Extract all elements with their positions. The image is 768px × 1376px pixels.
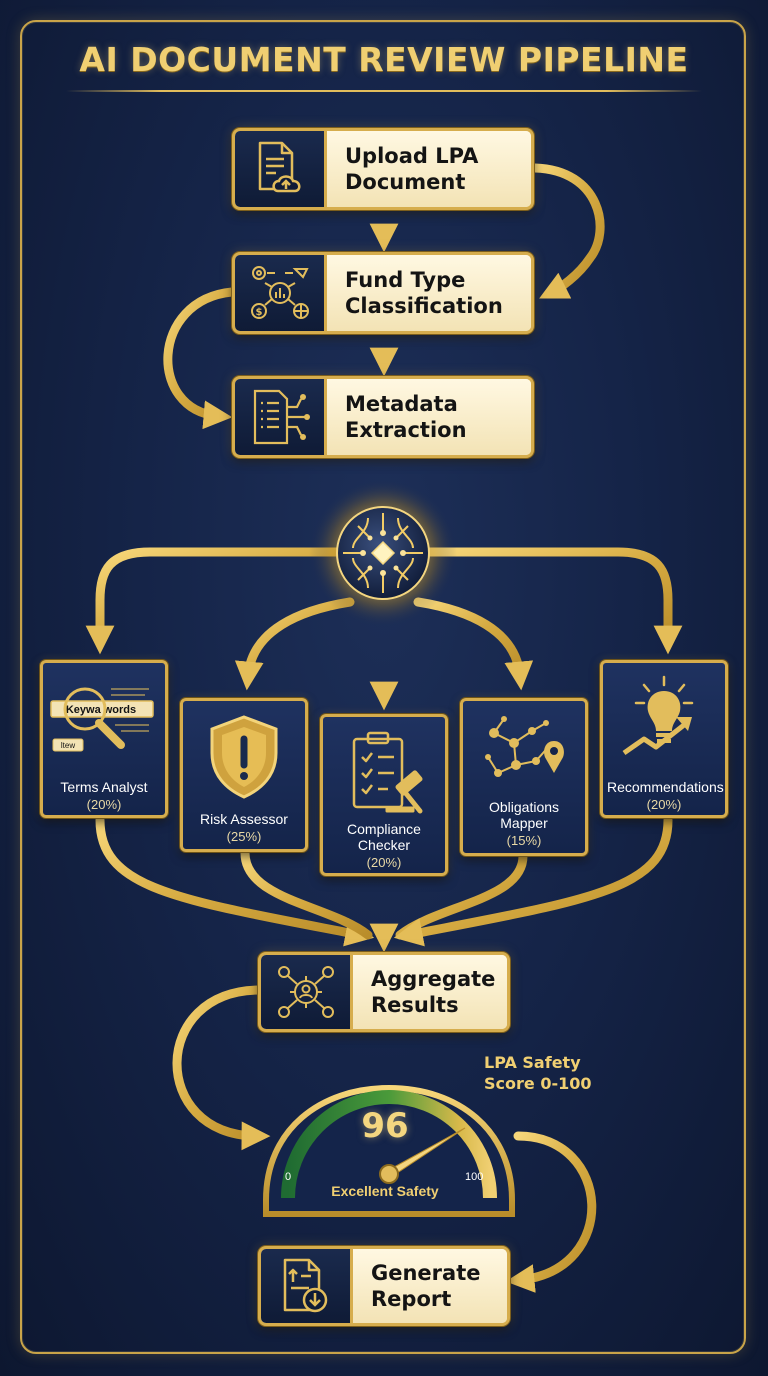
gauge-score: 96 [361,1106,409,1146]
agent-weight: (20%) [646,797,682,812]
classification-icons: $ [235,255,327,331]
svg-text:Keywa words: Keywa words [66,704,136,716]
agent-name: Terms Analyst [60,779,148,795]
lightbulb-growth-icon [603,673,725,763]
keyword-text-1: Keywa [66,704,102,716]
branch-outer-right [423,547,683,655]
step-generate-report[interactable]: Generate Report [258,1246,510,1326]
agent-card-terms-analyst[interactable]: Keywa words ltew Terms Analyst (20%) [40,660,168,818]
agent-card-risk-assessor[interactable]: Risk Assessor (25%) [180,698,308,852]
safety-score-gauge [263,1084,515,1217]
agent-weight: (25%) [226,829,262,844]
keyword-text-3: ltew [61,741,75,750]
svg-text:$: $ [255,307,262,318]
step-label: Aggregate Results [353,955,507,1029]
merge-left [240,848,373,940]
step-label: Metadata Extraction [327,379,531,455]
agent-name: Obligations Mapper [488,799,560,831]
agent-card-obligations-mapper[interactable]: Obligations Mapper (15%) [460,698,588,856]
merge-outer-right [393,815,673,947]
aggregate-icon [261,955,353,1029]
agent-name: Risk Assessor [200,811,288,827]
keyword-text-2: words [103,704,136,716]
gauge-min-label: 0 [285,1171,292,1183]
loop-aggregate-to-gauge [172,985,271,1151]
gauge-arc [281,1090,497,1199]
clipboard-gavel-icon [323,727,445,817]
step-metadata-extraction[interactable]: Metadata Extraction [232,376,534,458]
agent-card-compliance-checker[interactable]: Compliance Checker (20%) [320,714,448,876]
loop-classify-to-metadata [163,287,237,430]
agent-weight: (15%) [506,833,542,848]
magnifier-keywords-icon: Keywa words ltew [43,673,165,763]
step-fund-type-classification[interactable]: $ Fund Type Classification [232,252,534,334]
page-title: AI DOCUMENT REVIEW PIPELINE [79,40,689,79]
agent-name: Compliance Checker [347,821,421,853]
step-upload-lpa-document[interactable]: Upload LPA Document [232,128,534,210]
ai-brain-orb-icon [309,479,457,627]
gauge-max-label: 100 [465,1171,484,1183]
step-label: Generate Report [353,1249,507,1323]
step-label: Fund Type Classification [327,255,531,331]
step-label: Upload LPA Document [327,131,531,207]
merge-outer-left [95,815,375,947]
agent-card-recommendations[interactable]: Recommendations (20%) [600,660,728,818]
upload-document-icon [235,131,327,207]
agent-weight: (20%) [366,855,402,870]
title-underline [66,90,702,92]
outer-frame [20,20,746,1354]
warning-shield-icon [183,711,305,801]
loop-gauge-to-report [505,1131,597,1293]
loop-upload-to-classify [530,163,605,299]
branch-outer-left [85,547,345,655]
gauge-note: LPA Safety Score 0-100 [484,1053,592,1093]
report-download-icon [261,1249,353,1323]
gauge-caption: Excellent Safety [331,1183,439,1199]
agent-name: Recommendations [607,779,724,795]
step-aggregate-results[interactable]: Aggregate Results [258,952,510,1032]
agent-weight: (20%) [86,797,122,812]
network-pin-icon [463,711,585,795]
metadata-circuit-icon [235,379,327,455]
